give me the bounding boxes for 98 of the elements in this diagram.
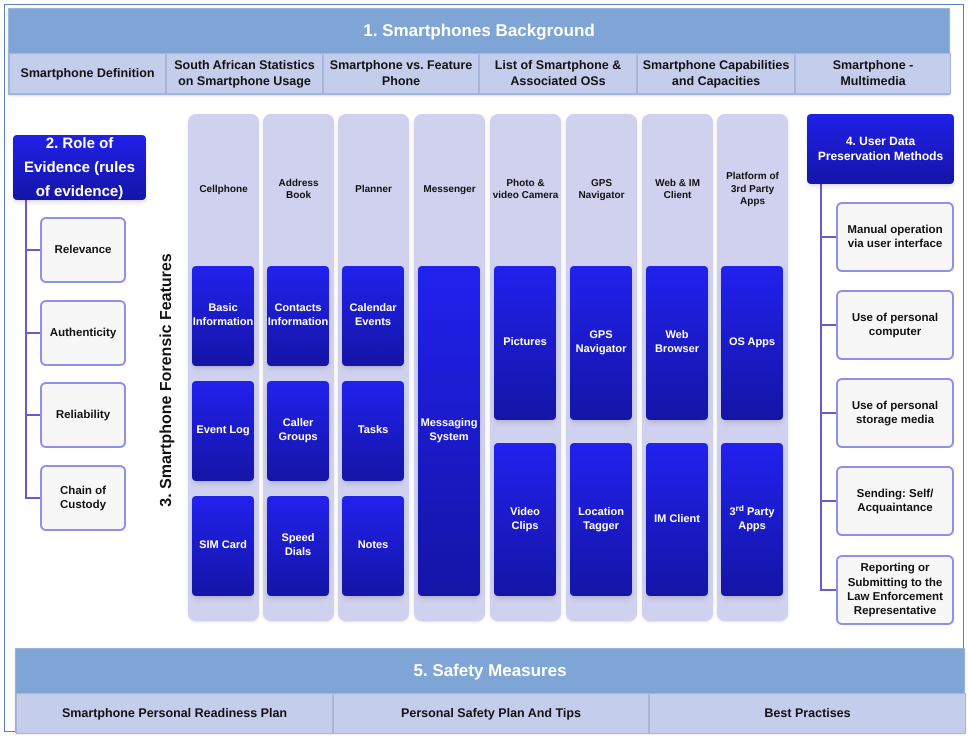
connector-line [25, 200, 40, 499]
feature-box [570, 266, 632, 420]
feature-box [570, 443, 632, 596]
item-box [836, 555, 954, 625]
feature-box [267, 496, 329, 596]
box-label: Smartphone Capabilities and Capacities [642, 58, 790, 90]
feature-column [338, 114, 409, 621]
feature-box [267, 266, 329, 366]
item-box [836, 466, 954, 536]
feature-column [263, 114, 334, 621]
column-heading: Web & IM Client [654, 176, 701, 203]
feature-column [642, 114, 713, 621]
section-band [15, 648, 965, 733]
topic-cell [649, 693, 966, 734]
topic-cell [795, 53, 951, 94]
feature-column [717, 114, 788, 621]
topic-cell [479, 53, 637, 94]
box-label: Notes [358, 539, 388, 553]
topic-cell [16, 693, 333, 734]
box-label: Relevance [54, 242, 112, 258]
feature-column [490, 114, 561, 621]
feature-box [418, 266, 480, 596]
item-box [40, 217, 126, 283]
box-label: Manual operation via user interface [846, 222, 944, 252]
section-title: 1. Smartphones Background [362, 20, 596, 42]
box-label: 3$^{rd}$ Party Apps [728, 506, 776, 534]
topic-cell [323, 53, 479, 94]
feature-box [192, 266, 254, 366]
item-box [40, 300, 126, 366]
box-label: IM Client [654, 512, 700, 526]
box-label: GPS Navigator [574, 329, 628, 357]
column-heading: Messenger [422, 182, 477, 197]
box-label: Basic Information [192, 302, 254, 330]
box-label: Video Clips [509, 506, 541, 534]
feature-box [342, 381, 404, 481]
column-heading: Platform of 3rd Party Apps [725, 170, 780, 210]
section-header-box [13, 135, 146, 200]
item-box [836, 378, 954, 448]
section-title: 5. Safety Measures [412, 660, 568, 682]
box-label: Smartphone Definition [20, 66, 155, 82]
box-label: Smartphone Personal Readiness Plan [62, 706, 288, 722]
feature-box [342, 496, 404, 596]
feature-box [646, 266, 708, 420]
box-label: Event Log [196, 424, 250, 438]
feature-box [646, 443, 708, 596]
box-label: Sending: Self/ Acquaintance [856, 486, 934, 516]
box-label: Personal Safety Plan And Tips [401, 706, 581, 722]
box-label: Reporting or Submitting to the Law Enforcement Representative [846, 561, 944, 619]
box-label: Caller Groups [277, 417, 319, 445]
feature-box [721, 266, 783, 420]
box-label: Authenticity [50, 326, 116, 340]
feature-box [267, 381, 329, 481]
box-label: Speed Dials [280, 532, 316, 560]
item-box [40, 382, 126, 448]
box-label: Use of personal storage media [850, 398, 940, 428]
feature-box [192, 381, 254, 481]
feature-column [414, 114, 485, 621]
box-label: List of Smartphone & Associated OSs [494, 58, 622, 90]
item-box [836, 202, 954, 272]
feature-column [188, 114, 259, 621]
item-box [40, 465, 126, 531]
section-band [8, 8, 950, 95]
feature-box [721, 443, 783, 596]
section-header-box [807, 114, 954, 184]
box-label: Calendar Events [348, 302, 398, 330]
box-label: Tasks [358, 424, 388, 438]
box-label: Smartphone - Multimedia [832, 58, 914, 90]
box-label: Smartphone vs. Feature Phone [328, 58, 474, 90]
connector-line [820, 184, 836, 591]
column-heading: Planner [354, 182, 393, 197]
topic-cell [9, 53, 166, 94]
box-label: Best Practises [764, 706, 851, 722]
box-label: OS Apps [728, 336, 776, 350]
vertical-label: 3. Smartphone Forensic Features [157, 253, 176, 507]
column-heading: GPS Navigator [577, 176, 626, 203]
column-heading: Address Book [277, 176, 320, 203]
topic-cell [166, 53, 323, 94]
box-label: 4. User Data Preservation Methods [816, 134, 944, 164]
box-label: Use of personal computer [850, 310, 940, 340]
box-label: Location Tagger [577, 506, 625, 534]
feature-box [342, 266, 404, 366]
box-label: SIM Card [199, 539, 247, 553]
feature-column [566, 114, 637, 621]
box-label: Reliability [56, 408, 110, 422]
box-label: Pictures [503, 336, 547, 350]
box-label: 2. Role of Evidence (rules of evidence) [23, 134, 136, 202]
column-heading: Photo & video Camera [492, 176, 560, 203]
feature-box [192, 496, 254, 596]
feature-box [494, 443, 556, 596]
box-label: Chain of Custody [59, 484, 107, 512]
column-heading: Cellphone [198, 182, 249, 197]
box-label: Messaging System [420, 417, 478, 445]
box-label: Contacts Information [268, 302, 328, 330]
feature-box [494, 266, 556, 420]
box-label: South African Statistics on Smartphone Usage [173, 58, 316, 90]
topic-cell [333, 693, 649, 734]
item-box [836, 290, 954, 360]
box-label: Web Browser [654, 329, 700, 357]
